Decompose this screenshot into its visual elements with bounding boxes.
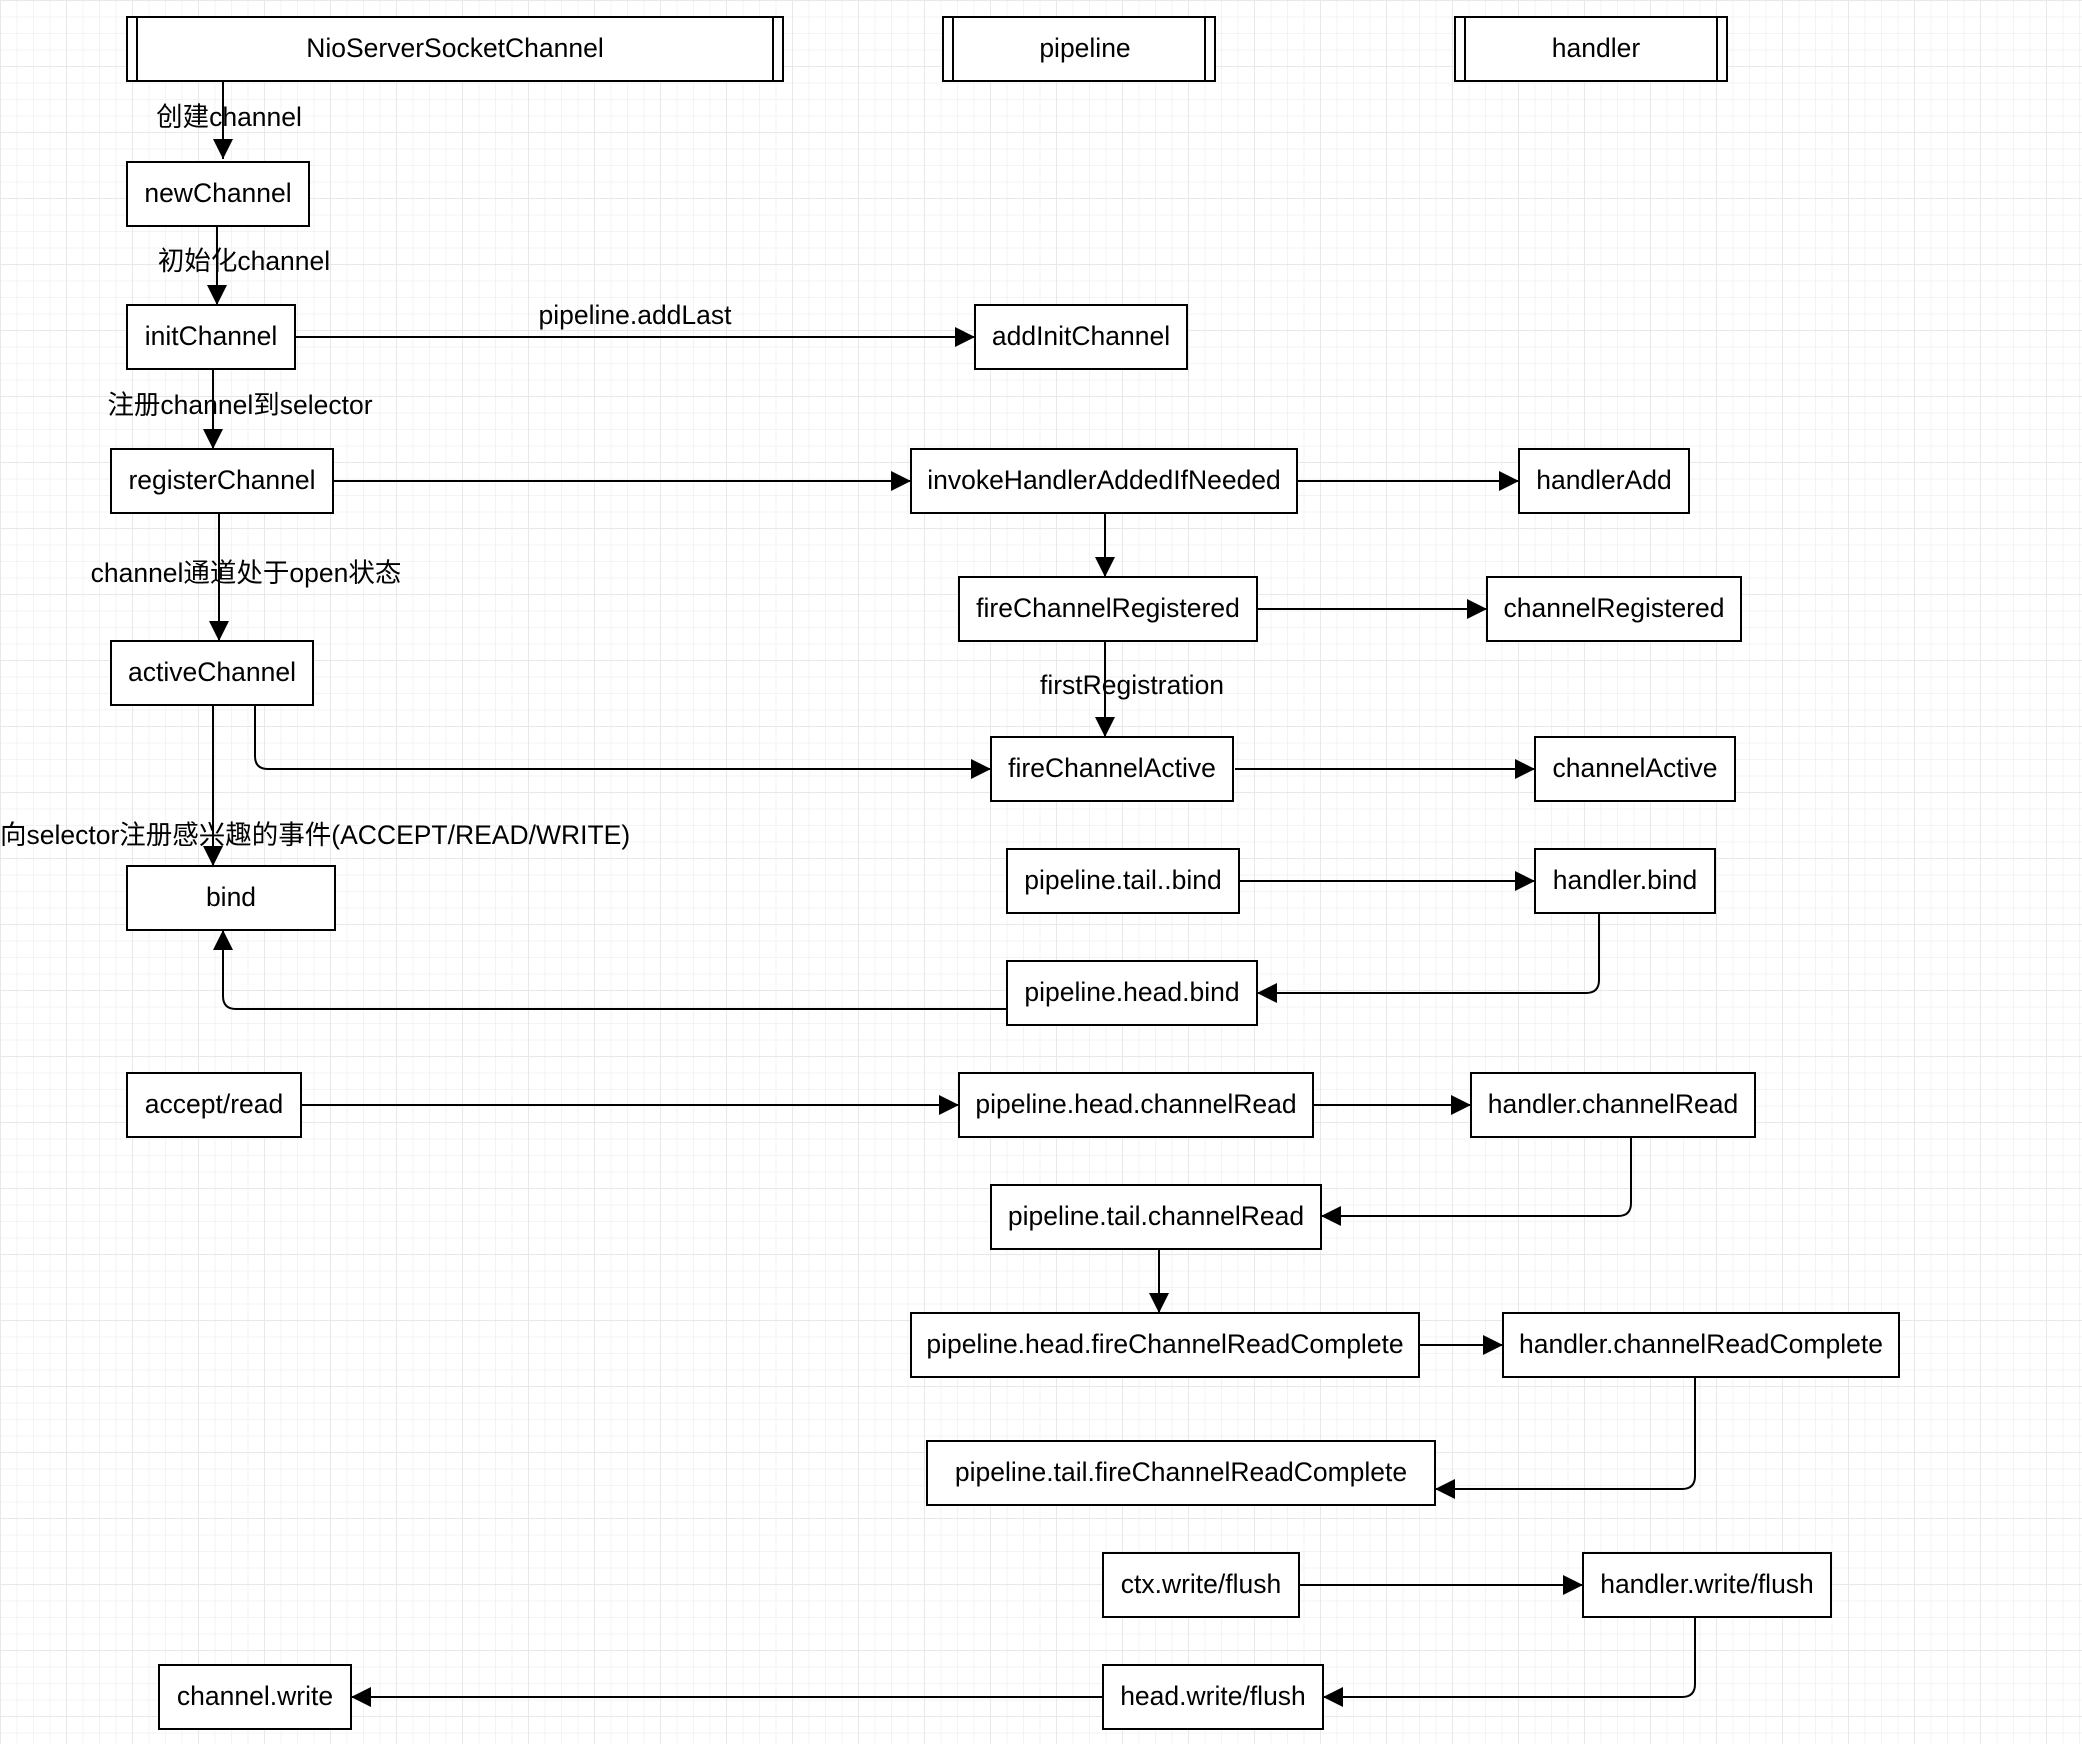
node-channel-active-label: channelActive [1553,753,1718,783]
node-register-channel: registerChannel [110,448,334,514]
node-accept-read: accept/read [126,1072,302,1138]
edge-label-create-channel: 创建channel [156,102,302,132]
node-init-channel-label: initChannel [145,321,278,351]
node-pipeline-tail-fire-read-complete: pipeline.tail.fireChannelReadComplete [926,1440,1436,1506]
node-handler-bind: handler.bind [1534,848,1716,914]
node-pipeline-tail-fire-read-complete-label: pipeline.tail.fireChannelReadComplete [955,1457,1407,1487]
node-channel-registered: channelRegistered [1486,576,1742,642]
node-ctx-write-flush-label: ctx.write/flush [1121,1569,1282,1599]
node-pipeline-tail-bind: pipeline.tail..bind [1006,848,1240,914]
node-active-channel: activeChannel [110,640,314,706]
edge-label-register-to-selector: 注册channel到selector [107,390,372,420]
node-handler-channel-read-complete: handler.channelReadComplete [1502,1312,1900,1378]
node-new-channel: newChannel [126,161,310,227]
node-pipeline-head-fire-read-complete-label: pipeline.head.fireChannelReadComplete [926,1329,1403,1359]
edge-active-to-fire-active [254,706,991,779]
node-active-channel-label: activeChannel [128,657,296,687]
node-channel-registered-label: channelRegistered [1504,593,1725,623]
lane-header-pipeline-label: pipeline [1039,33,1130,63]
node-fire-channel-active-label: fireChannelActive [1008,753,1216,783]
node-handler-channel-read: handler.channelRead [1470,1072,1756,1138]
edge-handler-write-to-head-write [1323,1618,1696,1707]
edges [203,81,1696,1707]
node-add-init-channel: addInitChannel [974,304,1188,370]
node-fire-channel-registered: fireChannelRegistered [958,576,1258,642]
node-head-write-flush-label: head.write/flush [1120,1681,1306,1711]
node-handler-add-label: handlerAdd [1536,465,1672,495]
node-register-channel-label: registerChannel [128,465,315,495]
lane-header-handler: handler [1454,16,1728,82]
edge-handler-read-to-tail-read [1321,1138,1632,1226]
node-handler-write-flush-label: handler.write/flush [1600,1569,1814,1599]
node-pipeline-head-bind: pipeline.head.bind [1006,960,1258,1026]
node-handler-bind-label: handler.bind [1553,865,1697,895]
node-head-write-flush: head.write/flush [1102,1664,1324,1730]
node-pipeline-tail-channel-read-label: pipeline.tail.channelRead [1008,1201,1304,1231]
nodes: newChannel initChannel addInitChannel re… [110,161,1900,1730]
node-new-channel-label: newChannel [144,178,291,208]
node-accept-read-label: accept/read [145,1089,283,1119]
node-channel-write: channel.write [158,1664,352,1730]
node-pipeline-head-fire-read-complete: pipeline.head.fireChannelReadComplete [910,1312,1420,1378]
node-channel-active: channelActive [1534,736,1736,802]
node-add-init-channel-label: addInitChannel [992,321,1170,351]
edge-label-channel-open: channel通道处于open状态 [91,558,402,588]
node-bind: bind [126,865,336,931]
node-pipeline-head-bind-label: pipeline.head.bind [1024,977,1239,1007]
edge-label-init-channel: 初始化channel [158,246,330,276]
node-invoke-handler-added-label: invokeHandlerAddedIfNeeded [927,465,1281,495]
lane-header-handler-label: handler [1552,33,1641,63]
node-bind-label: bind [206,882,256,912]
lane-header-channel-label: NioServerSocketChannel [306,33,604,63]
edge-label-add-last: pipeline.addLast [538,300,732,330]
lane-header-channel: NioServerSocketChannel [126,16,784,82]
edge-handler-bind-to-head-bind [1257,914,1600,1003]
edge-head-bind-to-bind [213,930,1007,1010]
edge-label-first-registration: firstRegistration [1040,670,1224,700]
node-handler-channel-read-label: handler.channelRead [1488,1089,1738,1119]
node-pipeline-tail-bind-label: pipeline.tail..bind [1024,865,1221,895]
node-ctx-write-flush: ctx.write/flush [1102,1552,1300,1618]
edge-labels: 创建channel 初始化channel pipeline.addLast 注册… [0,102,1224,850]
lane-headers: NioServerSocketChannel pipeline handler [126,16,1728,82]
node-handler-add: handlerAdd [1518,448,1690,514]
node-fire-channel-registered-label: fireChannelRegistered [976,593,1240,623]
node-init-channel: initChannel [126,304,296,370]
node-pipeline-head-channel-read: pipeline.head.channelRead [958,1072,1314,1138]
node-pipeline-head-channel-read-label: pipeline.head.channelRead [975,1089,1296,1119]
node-fire-channel-active: fireChannelActive [990,736,1234,802]
node-handler-channel-read-complete-label: handler.channelReadComplete [1519,1329,1883,1359]
edge-handler-complete-to-tail-complete [1435,1378,1696,1499]
node-invoke-handler-added: invokeHandlerAddedIfNeeded [910,448,1298,514]
edge-label-register-interest: 向selector注册感兴趣的事件(ACCEPT/READ/WRITE) [0,820,630,850]
node-channel-write-label: channel.write [177,1681,333,1711]
lane-header-pipeline: pipeline [942,16,1216,82]
node-handler-write-flush: handler.write/flush [1582,1552,1832,1618]
node-pipeline-tail-channel-read: pipeline.tail.channelRead [990,1184,1322,1250]
